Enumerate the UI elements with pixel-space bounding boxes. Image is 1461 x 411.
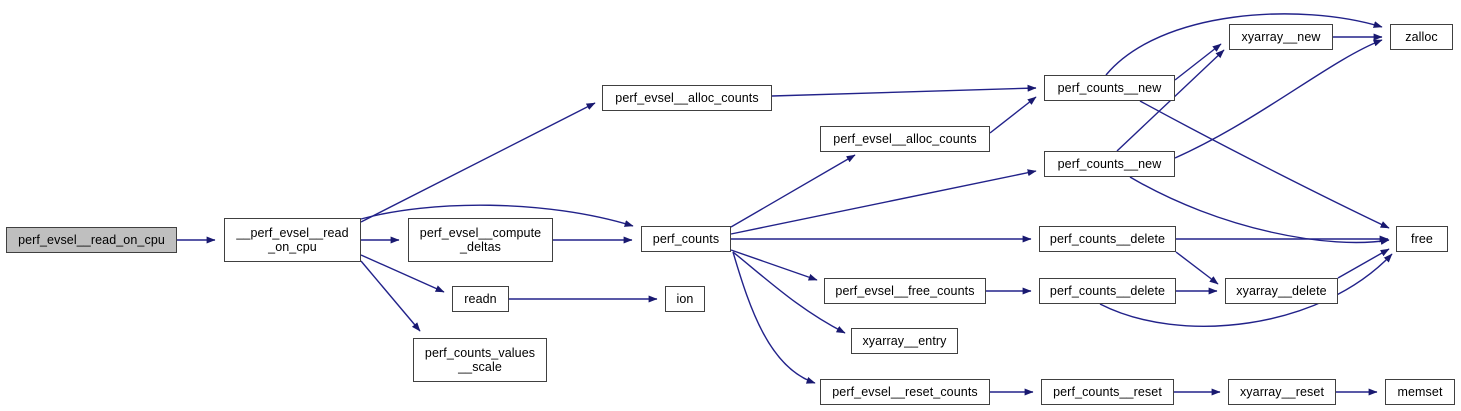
edge-__perf_evsel__read_on_cpu-to-readn <box>360 254 445 293</box>
edge-perf_counts__new_1-to-xyarray__new <box>1174 43 1222 81</box>
edge-perf_counts__new_2-to-zalloc <box>1174 39 1383 159</box>
edges-group <box>177 13 1393 396</box>
edge-perf_counts-to-xyarray__entry <box>732 251 846 334</box>
node-perf_evsel__reset_counts[interactable]: perf_evsel__reset_counts <box>820 379 990 405</box>
edge-perf_counts__delete_1-to-xyarray__delete <box>1175 251 1219 285</box>
edge-perf_counts-to-perf_evsel__alloc_counts_2 <box>730 154 856 228</box>
node-readn[interactable]: readn <box>452 286 509 312</box>
node-perf_counts__new_1[interactable]: perf_counts__new <box>1044 75 1175 101</box>
edge-perf_counts__new_2-to-free <box>1129 176 1390 245</box>
node-memset[interactable]: memset <box>1385 379 1455 405</box>
node-perf_counts__delete_2[interactable]: perf_counts__delete <box>1039 278 1176 304</box>
edge-perf_counts-to-perf_evsel__reset_counts <box>732 251 816 384</box>
node-perf_counts__reset[interactable]: perf_counts__reset <box>1041 379 1174 405</box>
node-xyarray__delete[interactable]: xyarray__delete <box>1225 278 1338 304</box>
edge-xyarray__delete-to-free <box>1337 248 1390 279</box>
edge-perf_counts-to-perf_counts__new_2 <box>730 169 1037 235</box>
node-free[interactable]: free <box>1396 226 1448 252</box>
node-__perf_evsel__read_on_cpu[interactable]: __perf_evsel__read _on_cpu <box>224 218 361 262</box>
edge-perf_counts__new_1-to-zalloc <box>1105 13 1383 76</box>
edge-__perf_evsel__read_on_cpu-to-perf_counts <box>360 204 634 227</box>
edge-perf_counts-to-perf_evsel__free_counts <box>730 249 818 281</box>
node-ion[interactable]: ion <box>665 286 705 312</box>
node-perf_evsel__alloc_counts_1[interactable]: perf_evsel__alloc_counts <box>602 85 772 111</box>
node-perf_counts[interactable]: perf_counts <box>641 226 731 252</box>
edge-perf_evsel__alloc_counts_2-to-perf_counts__new_1 <box>989 96 1037 134</box>
node-zalloc[interactable]: zalloc <box>1390 24 1453 50</box>
edge-__perf_evsel__read_on_cpu-to-perf_evsel__alloc_counts_1 <box>360 102 596 223</box>
node-xyarray__entry[interactable]: xyarray__entry <box>851 328 958 354</box>
node-perf_evsel__compute_deltas[interactable]: perf_evsel__compute _deltas <box>408 218 553 262</box>
node-perf_counts__delete_1[interactable]: perf_counts__delete <box>1039 226 1176 252</box>
edge-perf_counts__delete_2-to-free <box>1099 253 1393 327</box>
edge-perf_evsel__alloc_counts_1-to-perf_counts__new_1 <box>771 84 1037 97</box>
node-perf_evsel__read_on_cpu[interactable]: perf_evsel__read_on_cpu <box>6 227 177 253</box>
node-perf_counts__new_2[interactable]: perf_counts__new <box>1044 151 1175 177</box>
edge-__perf_evsel__read_on_cpu-to-perf_counts_values__scale <box>360 260 421 332</box>
edge-perf_counts__new_1-to-free <box>1139 100 1390 229</box>
node-xyarray__new[interactable]: xyarray__new <box>1229 24 1333 50</box>
node-xyarray__reset[interactable]: xyarray__reset <box>1228 379 1336 405</box>
node-perf_evsel__free_counts[interactable]: perf_evsel__free_counts <box>824 278 986 304</box>
node-perf_evsel__alloc_counts_2[interactable]: perf_evsel__alloc_counts <box>820 126 990 152</box>
node-perf_counts_values__scale[interactable]: perf_counts_values __scale <box>413 338 547 382</box>
